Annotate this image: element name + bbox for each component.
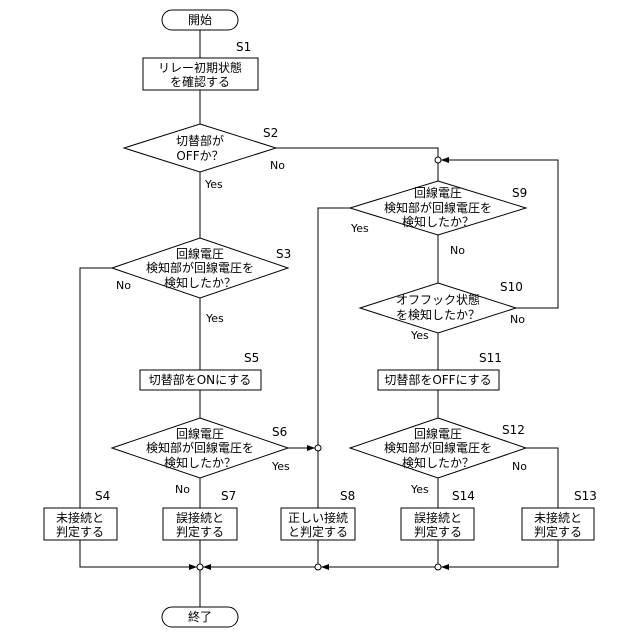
s6-step-label: S6 bbox=[272, 425, 287, 439]
s12-line-3: 検知したか？ bbox=[402, 456, 474, 470]
s6-yes-label: Yes bbox=[271, 460, 290, 473]
start-terminal: 開始 bbox=[162, 10, 238, 30]
s12-yes-label: Yes bbox=[410, 483, 429, 496]
s10-line-1: オフフック状態 bbox=[396, 292, 480, 307]
connector-s4-merge bbox=[80, 540, 197, 567]
arrowhead-merge-318 bbox=[321, 564, 329, 570]
s10-line-2: を検知したか？ bbox=[396, 308, 480, 322]
s13-line-1: 未接続と bbox=[534, 510, 582, 525]
s9-yes-label: Yes bbox=[350, 222, 369, 235]
s12-line-2: 検知部が回線電圧を bbox=[384, 440, 492, 455]
end-terminal: 終了 bbox=[162, 607, 238, 627]
s1-step-label: S1 bbox=[236, 40, 251, 54]
s14-line-2: 判定する bbox=[414, 524, 462, 539]
s10-yes-label: Yes bbox=[410, 329, 429, 342]
junction-merge-438 bbox=[435, 564, 441, 570]
s14-line-1: 誤接続と bbox=[414, 510, 462, 525]
s9-line-3: 検知したか？ bbox=[402, 215, 474, 229]
s2-step-label: S2 bbox=[263, 126, 278, 140]
step-s11: 切替部をOFFにする S11 bbox=[378, 351, 502, 390]
s10-step-label: S10 bbox=[500, 280, 523, 294]
s13-step-label: S13 bbox=[574, 489, 597, 503]
s12-step-label: S12 bbox=[502, 423, 525, 437]
s3-line-1: 回線電圧 bbox=[176, 246, 224, 261]
arrowhead-merge-200 bbox=[203, 564, 211, 570]
s9-step-label: S9 bbox=[512, 186, 527, 200]
s4-line-1: 未接続と bbox=[56, 510, 104, 525]
end-label: 終了 bbox=[188, 609, 212, 624]
s11-line-1: 切替部をOFFにする bbox=[384, 372, 491, 387]
s8-line-1: 正しい接続 bbox=[288, 510, 348, 525]
s8-line-2: と判定する bbox=[288, 524, 348, 539]
connector-s2-no bbox=[276, 148, 438, 157]
s7-step-label: S7 bbox=[221, 489, 236, 503]
s4-line-2: 判定する bbox=[56, 524, 104, 539]
connector-s12-no bbox=[526, 448, 558, 508]
s4-step-label: S4 bbox=[95, 489, 110, 503]
s7-line-2: 判定する bbox=[176, 524, 224, 539]
s1-line-1: リレー初期状態 bbox=[158, 60, 242, 75]
s9-line-1: 回線電圧 bbox=[414, 185, 462, 200]
s3-no-label: No bbox=[116, 279, 131, 292]
decision-s2: 切替部が OFFか？ S2 No Yes bbox=[124, 124, 285, 191]
s2-line-2: OFFか？ bbox=[176, 149, 223, 163]
s6-line-3: 検知したか？ bbox=[164, 456, 236, 470]
decision-s3: 回線電圧 検知部が回線電圧を 検知したか？ S3 No Yes bbox=[112, 238, 291, 325]
junction-s9-entry bbox=[435, 157, 441, 163]
s13-line-2: 判定する bbox=[534, 524, 582, 539]
s3-yes-label: Yes bbox=[205, 312, 224, 325]
s2-no-label: No bbox=[270, 159, 285, 172]
s2-yes-label: Yes bbox=[204, 178, 223, 191]
s6-line-1: 回線電圧 bbox=[176, 426, 224, 441]
s9-no-label: No bbox=[450, 244, 465, 257]
s1-line-2: を確認する bbox=[170, 74, 230, 89]
connector-s13-merge bbox=[441, 540, 558, 567]
s2-line-1: 切替部が bbox=[176, 133, 224, 148]
s9-line-2: 検知部が回線電圧を bbox=[384, 200, 492, 215]
arrowhead-merge-left bbox=[189, 564, 197, 570]
s5-step-label: S5 bbox=[244, 351, 259, 365]
s12-line-1: 回線電圧 bbox=[414, 426, 462, 441]
junction-merge-200 bbox=[197, 564, 203, 570]
s3-step-label: S3 bbox=[276, 247, 291, 261]
decision-s10: オフフック状態 を検知したか？ S10 No Yes bbox=[360, 280, 525, 342]
arrowhead-s10-return bbox=[441, 157, 449, 163]
junction-s8-entry bbox=[315, 445, 321, 451]
s6-no-label: No bbox=[175, 483, 190, 496]
s14-step-label: S14 bbox=[452, 489, 475, 503]
connector-s9-yes bbox=[318, 208, 350, 445]
connector-s3-no bbox=[80, 268, 112, 508]
decision-s12: 回線電圧 検知部が回線電圧を 検知したか？ S12 No Yes bbox=[350, 418, 527, 496]
arrowhead-s6-yes bbox=[307, 445, 315, 451]
s8-step-label: S8 bbox=[340, 489, 355, 503]
s10-no-label: No bbox=[510, 313, 525, 326]
s5-line-1: 切替部をONにする bbox=[149, 372, 252, 387]
arrowhead-merge-438 bbox=[441, 564, 449, 570]
decision-s6: 回線電圧 検知部が回線電圧を 検知したか？ S6 Yes No bbox=[112, 418, 290, 496]
s12-no-label: No bbox=[512, 460, 527, 473]
s3-line-3: 検知したか？ bbox=[164, 276, 236, 290]
s6-line-2: 検知部が回線電圧を bbox=[146, 440, 254, 455]
junction-merge-318 bbox=[315, 564, 321, 570]
start-label: 開始 bbox=[188, 13, 212, 27]
s3-line-2: 検知部が回線電圧を bbox=[146, 260, 254, 275]
s2-diamond bbox=[124, 124, 276, 172]
s11-step-label: S11 bbox=[479, 351, 502, 365]
step-s13: 未接続と 判定する S13 bbox=[522, 489, 597, 540]
s7-line-1: 誤接続と bbox=[176, 510, 224, 525]
decision-s9: 回線電圧 検知部が回線電圧を 検知したか？ S9 Yes No bbox=[350, 181, 527, 257]
